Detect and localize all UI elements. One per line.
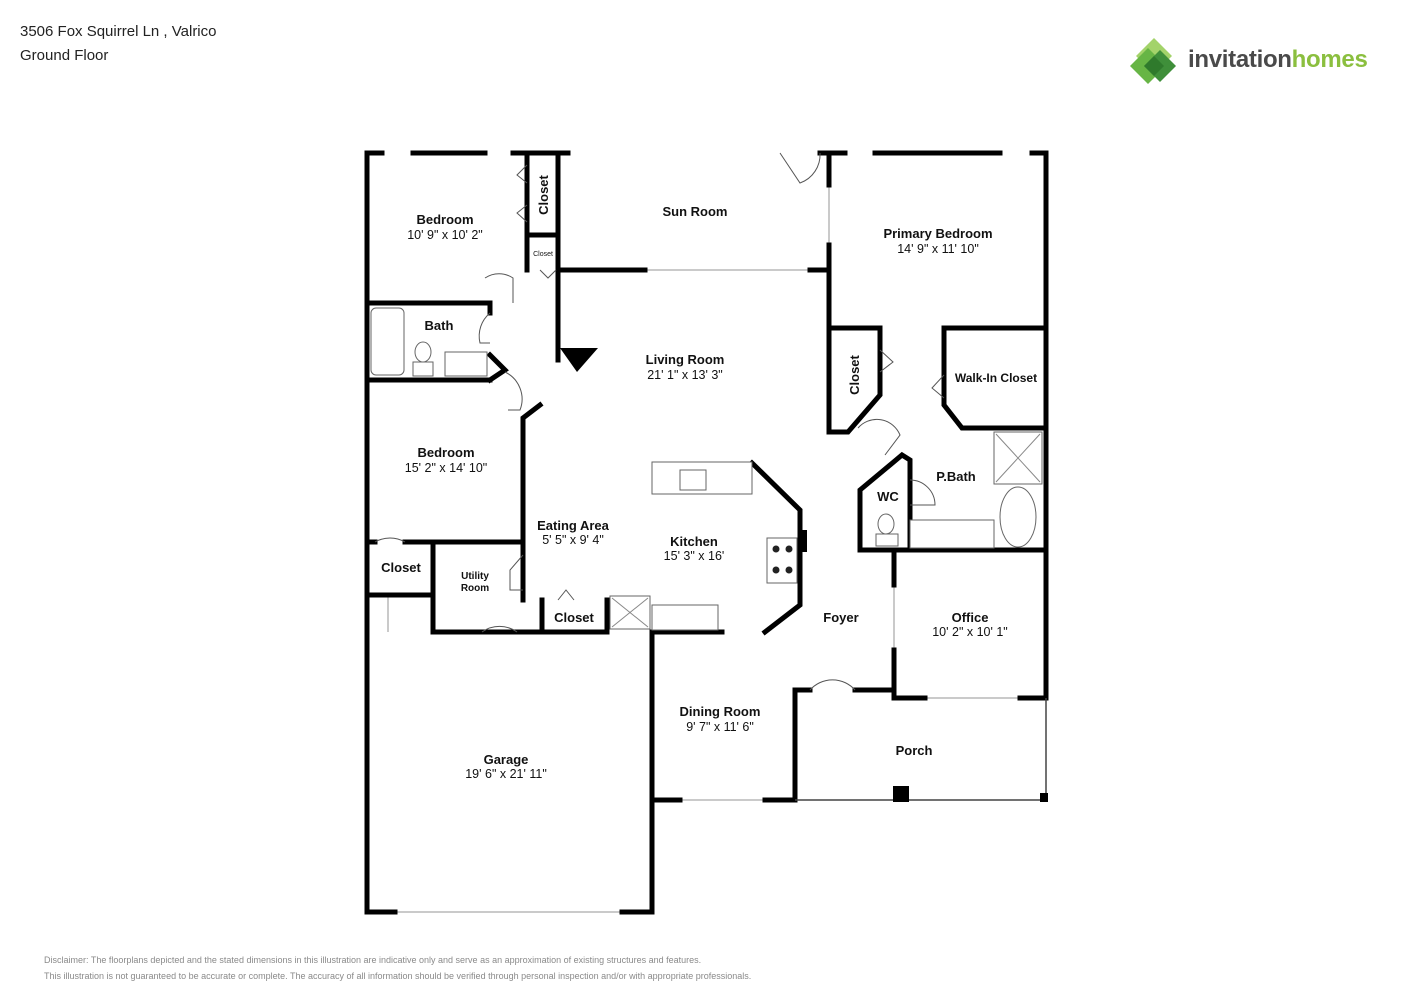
bedroom1-dims: 10' 9" x 10' 2" [407,228,483,242]
porch-name: Porch [896,743,933,758]
bath-sink-icon [444,351,488,377]
invitation-homes-logo-icon [1130,38,1176,84]
bedroom1-name: Bedroom [416,212,473,227]
bedroom2-dims: 15' 2" x 14' 10" [405,461,487,475]
disclaimer-line-2: This illustration is not guaranteed to b… [44,971,752,981]
fixture-details [611,433,1041,628]
kitchen-dims: 15' 3" x 16' [664,549,725,563]
walls [364,150,1049,915]
wc-toilet-icon [877,513,895,535]
garage-name: Garage [484,752,529,767]
fireplace-icon [560,348,598,372]
utility-room-line1: Utility [461,571,489,582]
toilet-icon [414,341,432,363]
wc-toilet-tank [875,533,899,547]
property-address: 3506 Fox Squirrel Ln , Valrico [20,23,217,40]
logo-word-2: homes [1291,46,1368,73]
logo-word-1: invitation [1188,46,1292,73]
porch-post [1040,793,1048,802]
range-hood [802,530,807,552]
stove-burners [772,545,793,574]
toilet-tank [412,361,434,377]
bedroom2-name: Bedroom [417,445,474,460]
dining-room-dims: 9' 7" x 11' 6" [686,720,754,734]
porch-post [893,786,909,802]
utility-room-line2: Room [461,583,489,594]
p-bath-name: P.Bath [936,469,976,484]
walk-in-closet-name: Walk-In Closet [955,371,1037,385]
closet-kitchen-name: Closet [554,610,594,625]
office-name: Office [952,610,989,625]
disclaimer-line-1: Disclaimer: The floorplans depicted and … [44,955,702,965]
closet-bedroom2-name: Closet [381,560,421,575]
living-room-dims: 21' 1" x 13' 3" [647,368,723,382]
bathtub-icon [370,307,405,376]
stove-icon [766,537,798,584]
closet-primary-name: Closet [847,354,862,394]
door-swings [374,152,945,691]
kitchen-name: Kitchen [670,534,718,549]
porch-outline [795,698,1047,801]
garage-dims: 19' 6" x 21' 11" [465,767,547,781]
kitchen-sink-icon [679,469,707,491]
wc-name: WC [877,489,899,504]
logo-wordmark: invitationhomes [1188,46,1368,74]
eating-area-name: Eating Area [537,518,610,533]
office-dims: 10' 2" x 10' 1" [932,625,1008,639]
double-vanity-icon [909,519,995,549]
sun-room-name: Sun Room [663,204,728,219]
bath-name: Bath [425,318,454,333]
living-room-name: Living Room [646,352,725,367]
floor-label: Ground Floor [20,47,109,64]
foyer-name: Foyer [823,610,858,625]
tub-icon [999,486,1037,548]
closet-a-name: Closet [536,174,551,214]
counter [651,604,719,631]
closet-b-name: Closet [533,251,553,258]
dining-room-name: Dining Room [680,704,761,719]
primary-bedroom-name: Primary Bedroom [883,226,992,241]
eating-area-dims: 5' 5" x 9' 4" [542,533,604,547]
primary-bedroom-dims: 14' 9" x 11' 10" [897,242,979,256]
